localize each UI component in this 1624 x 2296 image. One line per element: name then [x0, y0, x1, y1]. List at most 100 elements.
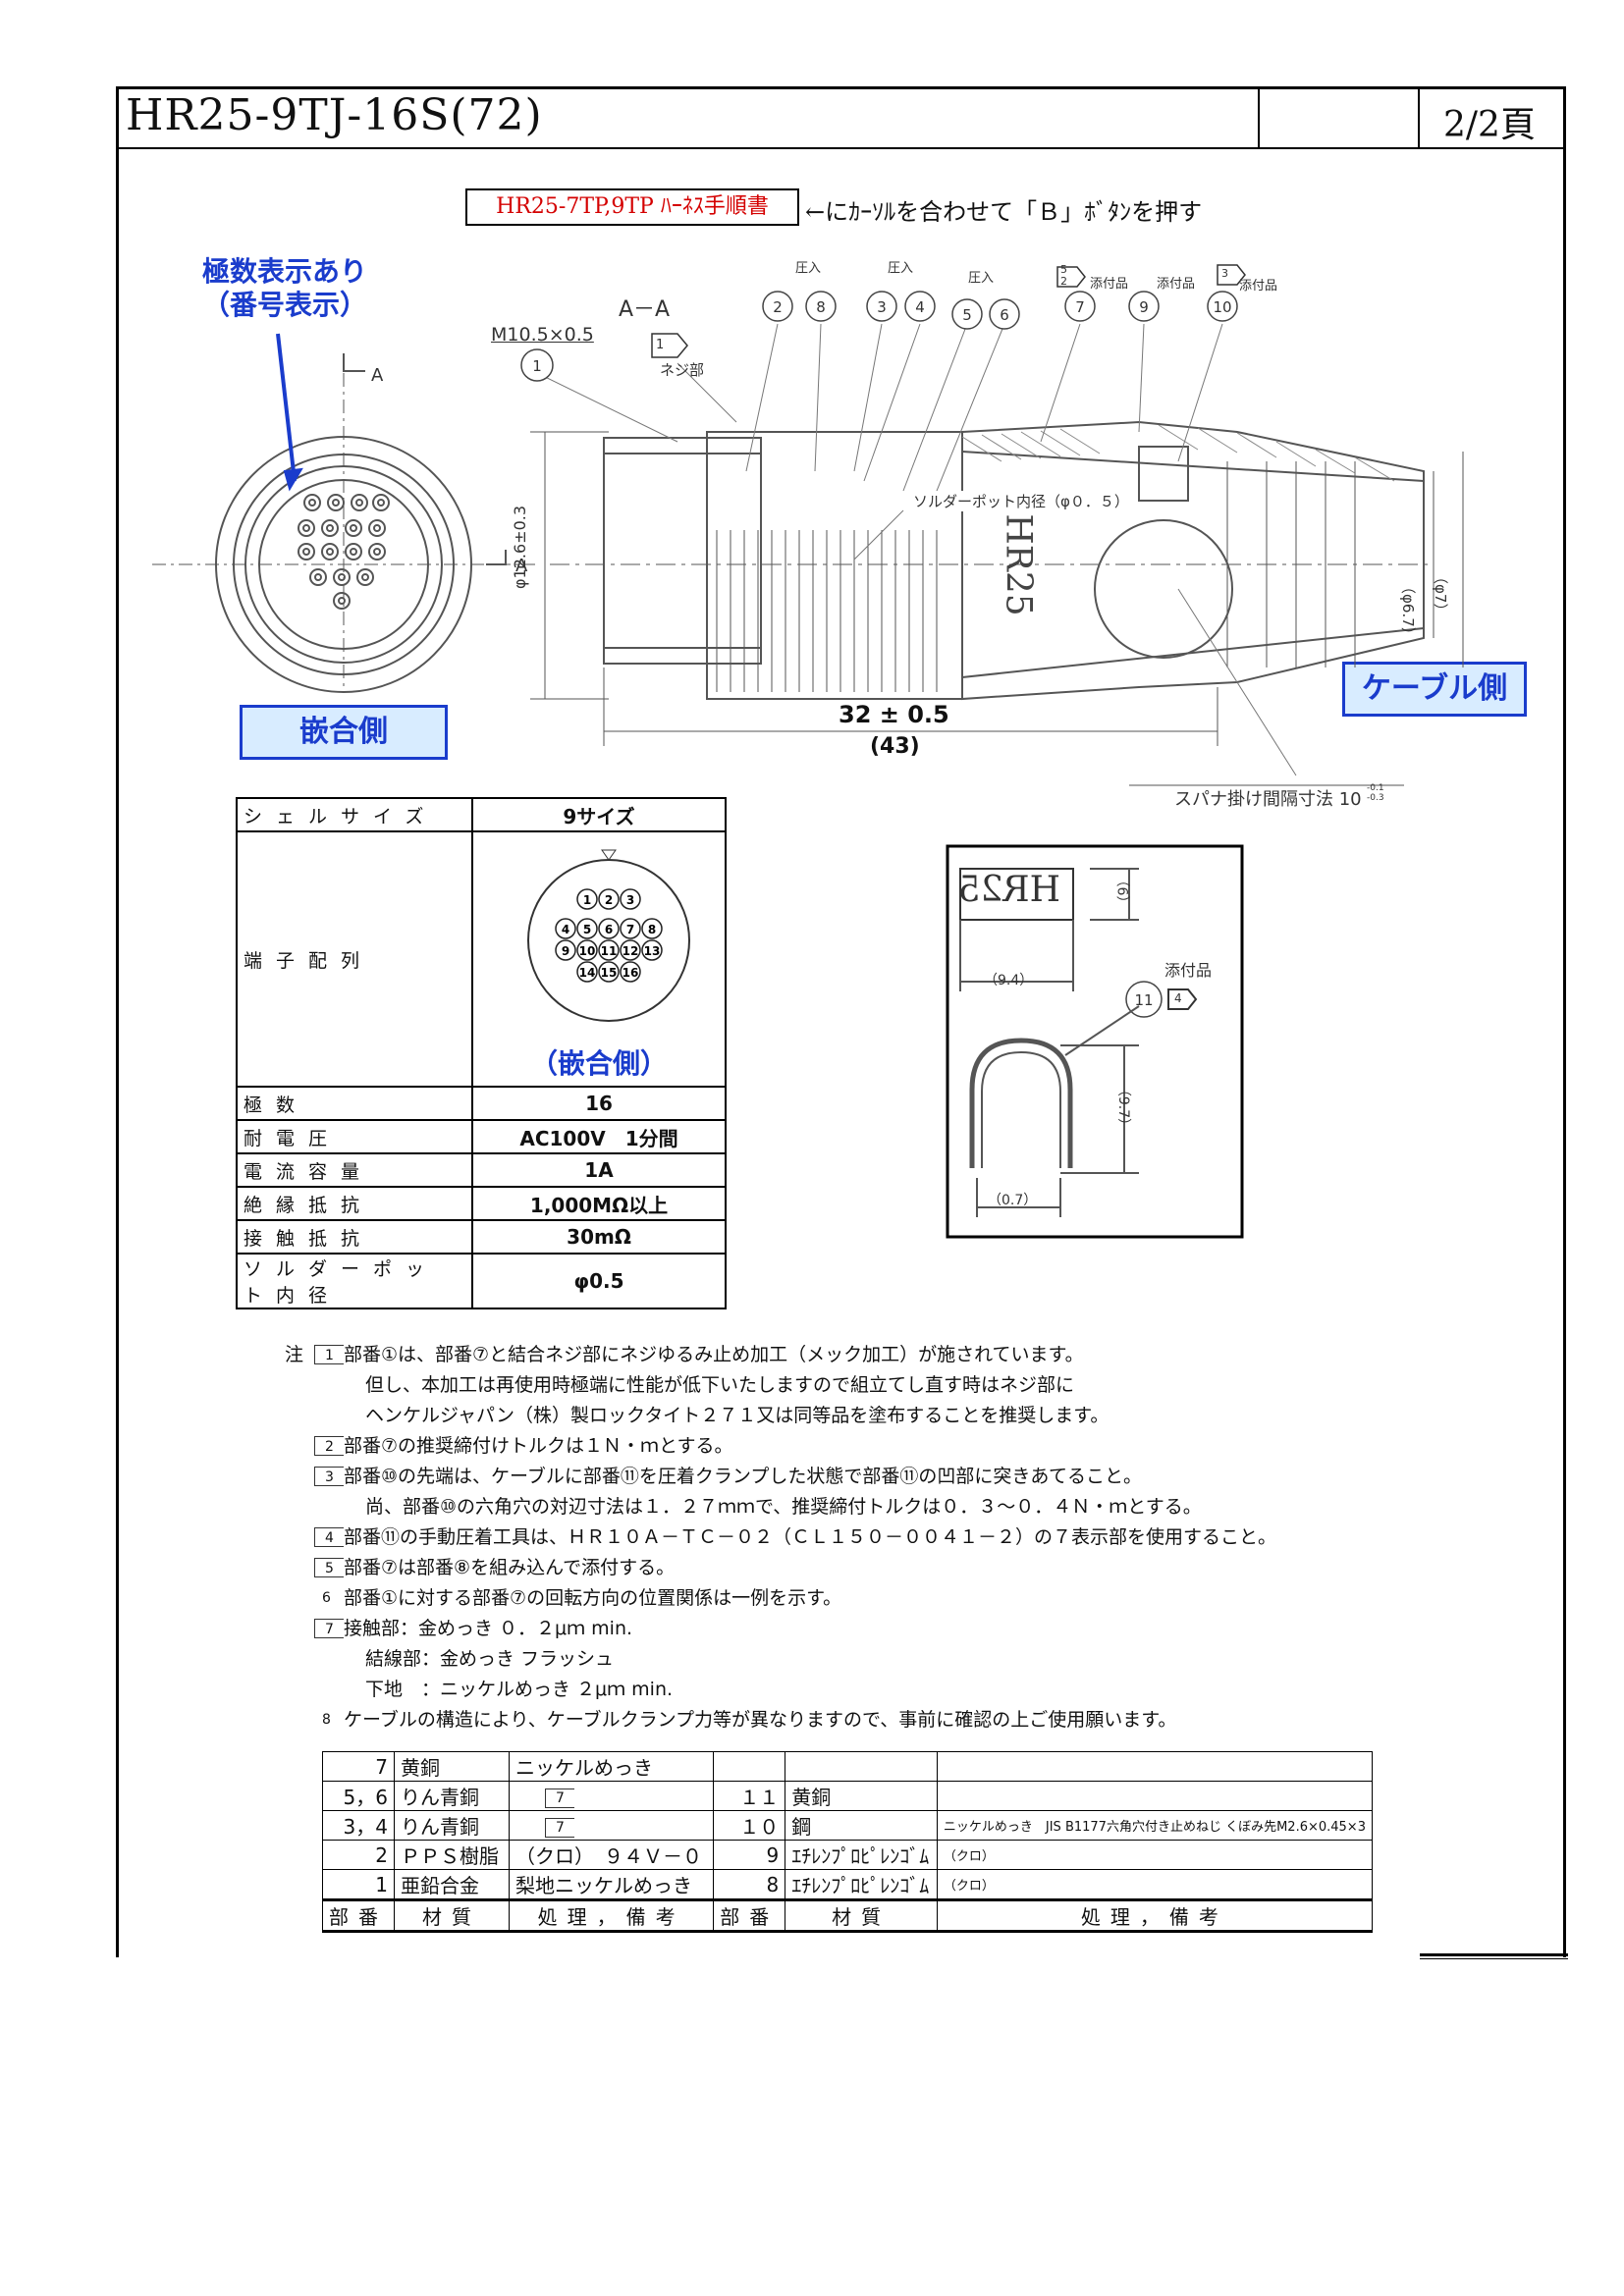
front-pin-contact — [326, 524, 334, 532]
front-pin — [345, 519, 362, 537]
parts-cell: 7 — [322, 1751, 395, 1782]
frame-bottom-rule — [1420, 1953, 1568, 1959]
clamp-accessory-label: 添付品 — [1164, 961, 1213, 980]
pin-8: 8 — [641, 918, 663, 939]
balloon-5: 5 — [951, 298, 983, 330]
parts-cell — [936, 1781, 1374, 1811]
front-pin — [298, 543, 315, 561]
parts-header-cell: 材質 — [785, 1898, 938, 1933]
spanner-dimension: スパナ掛け間隔寸法 10 — [1174, 789, 1362, 810]
parts-cell: ｴﾁﾚﾝﾌﾟﾛﾋﾟﾚﾝｺﾞﾑ — [785, 1840, 938, 1870]
spec-label: 接触抵抗 — [236, 1219, 473, 1255]
note-text: 部番⑦は部番⑧を組み込んで添付する。 — [344, 1557, 676, 1578]
note-flag-1: 1 — [656, 338, 665, 352]
pin-3: 3 — [620, 888, 641, 910]
note-item: 結線部：金めっき フラッシュ — [285, 1644, 1424, 1675]
spec-label: 端子配列 — [236, 830, 473, 1088]
front-pin-contact — [314, 573, 322, 581]
solder-pot-label: ソルダーポット内径（φ０．５） — [913, 491, 1129, 511]
svg-text:5: 5 — [583, 923, 591, 936]
svg-text:4: 4 — [562, 923, 569, 936]
title-bar: HR25-9TJ-16S(72) 2/2頁 — [116, 86, 1566, 149]
press-fit-3: 圧入 — [968, 271, 995, 286]
parts-cell: （クロ） — [936, 1869, 1374, 1900]
press-fit-2: 圧入 — [888, 261, 914, 276]
svg-text:13: 13 — [644, 944, 661, 958]
parts-cell: りん青銅 — [393, 1810, 511, 1841]
balloon-10: 10 — [1207, 291, 1238, 322]
balloon-7: 7 — [1064, 291, 1096, 322]
svg-text:6: 6 — [1000, 306, 1009, 324]
svg-text:1: 1 — [583, 893, 591, 907]
balloon-3: 3 — [866, 291, 897, 322]
svg-text:3: 3 — [626, 893, 634, 907]
spec-value: AC100V 1分間 — [471, 1119, 727, 1154]
parts-header-cell: 処理，備考 — [936, 1898, 1374, 1933]
page-number: 2/2頁 — [1443, 105, 1536, 145]
pin-2: 2 — [598, 888, 620, 910]
front-pin-contact — [326, 548, 334, 556]
parts-cell: 8 — [713, 1869, 786, 1900]
note-text: 尚、部番⑩の六角穴の対辺寸法は１．２７ｍｍで、推奨締付トルクは０．３～０．４Ｎ・… — [365, 1496, 1202, 1518]
pin-14: 14 — [576, 961, 598, 983]
parts-cell: 黄銅 — [785, 1781, 938, 1811]
front-pin-contact — [377, 499, 385, 507]
spec-label: 極数 — [236, 1086, 473, 1121]
pole-note-line2: （番号表示） — [201, 289, 367, 321]
svg-text:3: 3 — [877, 298, 887, 316]
spec-label: ソルダーポット内径 — [236, 1253, 473, 1309]
front-pin — [372, 494, 390, 511]
balloon-8: 8 — [805, 291, 837, 322]
spec-value: 16 — [471, 1086, 727, 1121]
front-pin — [351, 494, 368, 511]
note-number: 3 — [314, 1467, 344, 1486]
length-dimension: 32 ± 0.5 — [839, 701, 949, 728]
note-ref-flag: 7 — [545, 1818, 574, 1838]
dimension-lines — [530, 431, 1464, 786]
boot-diameter-1: （φ6.7） — [1399, 579, 1417, 642]
body-marking: HR25 — [998, 513, 1039, 616]
pin-9: 9 — [555, 939, 576, 961]
pin-15: 15 — [598, 961, 620, 983]
cable-side-label: ケーブル側 — [1342, 662, 1527, 717]
front-pin — [321, 519, 339, 537]
title-cell-page — [1418, 86, 1563, 147]
note-flag-5: 5 — [1060, 263, 1067, 276]
pin-12: 12 — [620, 939, 641, 961]
parts-header-row: 部番材質処理，備考部番材質処理，備考 — [322, 1898, 1374, 1933]
note-text: 部番⑦の推奨締付けトルクは１Ｎ・ｍとする。 — [344, 1435, 733, 1457]
front-pin-contact — [355, 499, 363, 507]
balloon-1: 1 — [520, 348, 554, 382]
svg-text:7: 7 — [1075, 298, 1085, 316]
harness-procedure-link[interactable]: HR25-7TP,9TP ﾊｰﾈｽ手順書 — [465, 188, 799, 226]
svg-text:8: 8 — [648, 923, 656, 936]
front-pin — [309, 568, 327, 586]
clamp-thickness: （0.7） — [988, 1193, 1038, 1208]
clamp-note-flag: 4 — [1174, 991, 1182, 1005]
pin-4: 4 — [555, 918, 576, 939]
parts-cell: 1 — [322, 1869, 395, 1900]
note-number: 6 — [322, 1590, 331, 1606]
front-pin — [333, 568, 351, 586]
front-pin — [303, 494, 321, 511]
front-pin — [327, 494, 345, 511]
parts-cell: 3，4 — [322, 1810, 395, 1841]
boot-diameter-2: （φ7） — [1432, 569, 1449, 618]
note-number: 5 — [314, 1558, 344, 1577]
clamp-detail-frame — [946, 844, 1244, 1239]
svg-text:9: 9 — [562, 944, 569, 958]
pin-16: 16 — [620, 961, 641, 983]
front-pin-contact — [302, 548, 310, 556]
parts-cell — [713, 1751, 786, 1782]
